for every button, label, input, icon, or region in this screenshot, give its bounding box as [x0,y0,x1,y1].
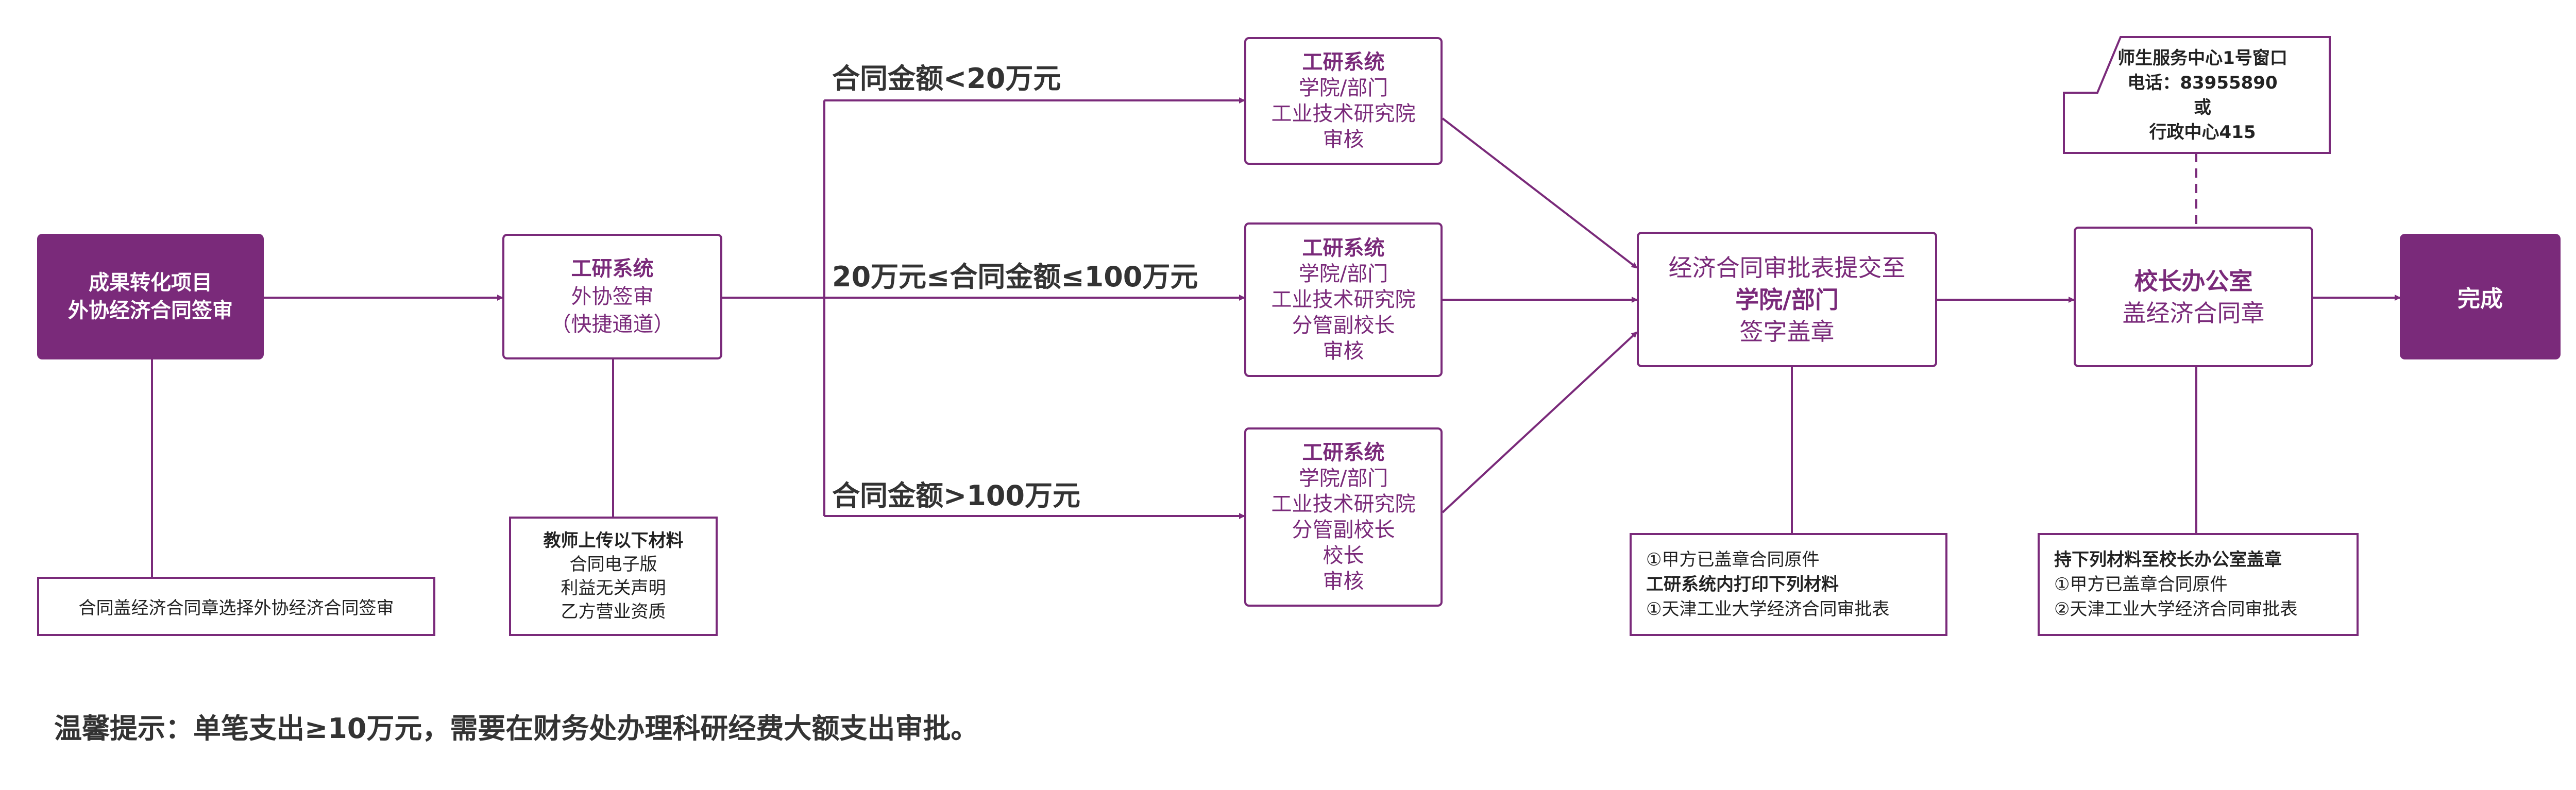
submit-line2: 学院/部门 [1735,285,1839,314]
done-node: 完成 [2400,234,2561,359]
branch-line: 学院/部门 [1298,76,1388,100]
footer-tip: 温馨提示：单笔支出≥10万元，需要在财务处办理科研经费大额支出审批。 [54,712,979,745]
start-line1: 成果转化项目 [89,271,212,295]
branch-label-1: 合同金额<20万元 [832,62,1061,95]
branch-line: 分管副校长 [1292,314,1395,337]
branch-line: 学院/部门 [1298,467,1388,490]
review-node: 工研系统 外协签审 （快捷通道） [502,234,722,359]
president-title: 校长办公室 [2134,267,2253,295]
start-line2: 外协经济合同签审 [68,299,233,322]
review-line1: 外协签审 [571,285,654,308]
president-node: 校长办公室 盖经济合同章 [2074,227,2313,367]
president-note-line1: ①甲方已盖章合同原件 [2054,574,2228,595]
review-line2: （快捷通道） [550,313,674,336]
submit-note-line1: ①甲方已盖章合同原件 [1646,549,1820,570]
branch-line: 审核 [1323,570,1364,593]
callout-line3: 或 [2194,97,2211,118]
callout-line1: 师生服务中心1号窗口 [2117,48,2287,68]
arrow-merge-1 [1442,117,1638,269]
branch-line: 审核 [1323,128,1364,151]
branch-title: 工研系统 [1302,236,1385,260]
start-node: 成果转化项目 外协经济合同签审 [37,234,264,359]
review-title: 工研系统 [571,257,654,281]
submit-note-line2: 工研系统内打印下列材料 [1646,574,1839,595]
submit-note: ①甲方已盖章合同原件 工研系统内打印下列材料 ①天津工业大学经济合同审批表 [1630,533,1947,636]
callout-line4: 行政中心415 [2149,122,2256,143]
branch-title: 工研系统 [1302,50,1385,74]
submit-node: 经济合同审批表提交至 学院/部门 签字盖章 [1637,232,1937,367]
branch-line: 校长 [1323,544,1364,568]
president-note: 持下列材料至校长办公室盖章 ①甲方已盖章合同原件 ②天津工业大学经济合同审批表 [2038,533,2359,636]
branch-node-2: 工研系统 学院/部门 工业技术研究院 分管副校长 审核 [1244,222,1443,377]
submit-note-line3: ①天津工业大学经济合同审批表 [1646,599,1890,620]
branch-line: 审核 [1323,339,1364,363]
branch-node-1: 工研系统 学院/部门 工业技术研究院 审核 [1244,37,1443,165]
upload-note: 教师上传以下材料 合同电子版 利益无关声明 乙方营业资质 [509,517,718,636]
branch-line: 工业技术研究院 [1271,492,1416,516]
branch-label-3: 合同金额>100万元 [832,479,1080,512]
start-note: 合同盖经济合同章选择外协经济合同签审 [37,577,435,636]
branch-label-2: 20万元≤合同金额≤100万元 [832,261,1198,293]
branch-line: 学院/部门 [1298,262,1388,286]
upload-item: 利益无关声明 [561,578,666,598]
president-callout: 师生服务中心1号窗口 电话：83955890 或 行政中心415 [2079,38,2326,152]
president-note-title: 持下列材料至校长办公室盖章 [2054,549,2282,570]
branch-line: 工业技术研究院 [1271,288,1416,312]
upload-item: 合同电子版 [569,554,657,575]
branch-line: 分管副校长 [1292,518,1395,542]
callout-shape [2063,36,2331,154]
submit-line1: 经济合同审批表提交至 [1668,253,1906,282]
president-line1: 盖经济合同章 [2122,299,2265,327]
done-label: 完成 [2458,286,2503,312]
branch-line: 工业技术研究院 [1271,102,1416,126]
president-note-line2: ②天津工业大学经济合同审批表 [2054,599,2298,620]
branch-node-3: 工研系统 学院/部门 工业技术研究院 分管副校长 校长 审核 [1244,427,1443,607]
arrow-merge-3 [1442,331,1638,513]
upload-title: 教师上传以下材料 [543,530,684,551]
branch-title: 工研系统 [1302,441,1385,465]
submit-line3: 签字盖章 [1739,317,1835,346]
callout-line2: 电话：83955890 [2127,73,2278,93]
upload-item: 乙方营业资质 [561,602,666,622]
